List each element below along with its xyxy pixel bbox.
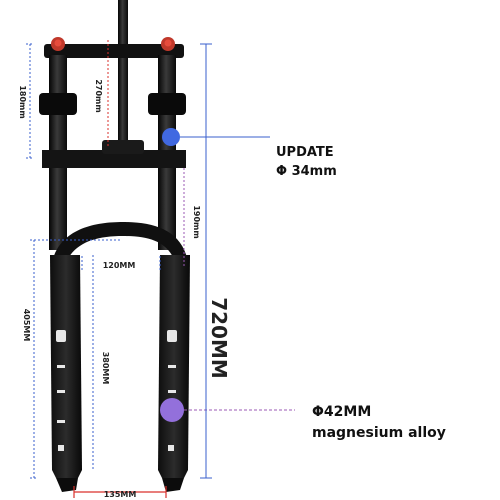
dim-label-120: 120MM	[103, 261, 136, 270]
dim-axle-spacing	[73, 486, 167, 498]
dim-crown-width	[26, 43, 34, 159]
dim-label-180: 180mm	[18, 85, 27, 118]
dim-label-270: 270mm	[94, 79, 103, 112]
callout-lower-material: magnesium alloy	[312, 425, 446, 441]
callout-dot-lower	[160, 398, 184, 422]
left-leg-decal	[56, 330, 66, 451]
dim-label-405: 405MM	[22, 309, 31, 342]
dim-overall	[200, 43, 212, 479]
dim-lower-leg	[30, 239, 120, 479]
top-crown	[44, 44, 184, 58]
dim-label-135: 135MM	[104, 490, 137, 499]
callout-dot-upper	[162, 128, 180, 146]
left-clamp	[39, 93, 77, 115]
callout-upper-spec: Φ 34mm	[276, 164, 337, 179]
steerer-tube	[118, 0, 128, 160]
dim-label-720: 720MM	[207, 297, 231, 379]
right-clamp	[148, 93, 186, 115]
callout-lower-title: Φ42MM	[312, 404, 372, 420]
fork-arch	[52, 222, 188, 262]
dim-label-190: 190mm	[192, 205, 201, 238]
left-lower-leg	[50, 255, 82, 478]
bottom-crown	[42, 150, 186, 168]
right-leg-decal	[167, 330, 177, 451]
dim-label-380: 380MM	[101, 352, 110, 385]
callout-upper-title: UPDATE	[276, 145, 334, 160]
